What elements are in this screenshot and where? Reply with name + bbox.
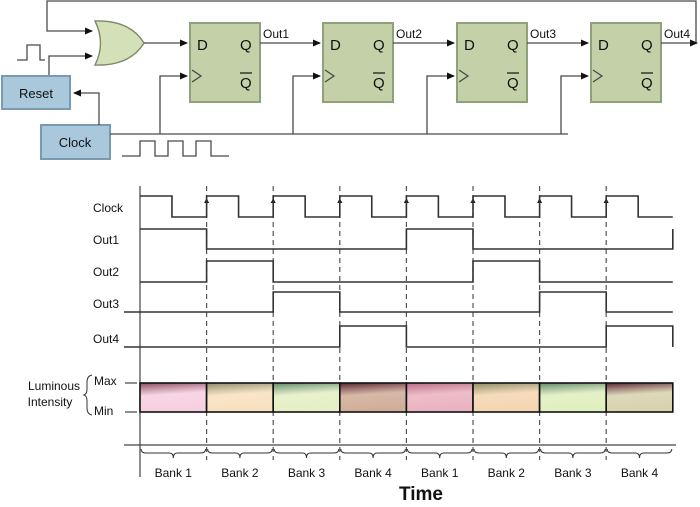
ff-d-label: D xyxy=(197,37,208,54)
bank-brace-icon xyxy=(340,448,406,459)
bank-label: Bank 1 xyxy=(421,466,459,480)
flipflop-3: D Q Q Out3 xyxy=(426,22,589,134)
ff-d-label: D xyxy=(330,37,341,54)
clock-input-icon xyxy=(458,69,470,83)
waveform-out1 xyxy=(140,228,674,250)
reset-wire xyxy=(48,52,93,76)
bank-label: Bank 3 xyxy=(554,466,592,480)
out-label-2: Out2 xyxy=(396,27,422,41)
luminous-label-line1: Luminous xyxy=(28,379,80,393)
bank-label: Bank 2 xyxy=(488,466,526,480)
ff-qbar-label: Q xyxy=(373,75,385,92)
clock-input-icon xyxy=(191,69,203,83)
flipflop-4: D Q Q Out4 xyxy=(560,22,698,134)
ff-q-label: Q xyxy=(240,37,252,54)
bank-label: Bank 3 xyxy=(288,466,326,480)
clock-wire-4 xyxy=(560,72,589,134)
reset-label: Reset xyxy=(19,86,53,101)
reset-pulse-icon xyxy=(17,44,45,61)
flipflop-2: D Q Q Out2 xyxy=(292,22,455,134)
bank-label: Bank 2 xyxy=(221,466,259,480)
luminous-label-line2: Intensity xyxy=(28,395,73,409)
luminous-intensity-legend: Luminous Intensity Max Min xyxy=(28,374,137,418)
ff-qbar-label: Q xyxy=(641,75,653,92)
row-label-clock: Clock xyxy=(93,201,124,215)
ff-q-label: Q xyxy=(373,37,385,54)
clock-wire-3 xyxy=(426,72,455,134)
clock-wire-1 xyxy=(159,72,188,134)
flipflop-1: D Q Q Out1 xyxy=(159,22,321,134)
max-label: Max xyxy=(94,374,117,388)
reset-block: Reset xyxy=(1,75,71,110)
luminous-segment xyxy=(338,382,408,413)
clock-to-reset-wire xyxy=(73,89,100,125)
bank-brace-icon xyxy=(207,448,273,459)
ff-q-label: Q xyxy=(641,37,653,54)
ff-qbar-label: Q xyxy=(240,75,252,92)
out-label-4: Out4 xyxy=(664,27,690,41)
clock-input-icon xyxy=(324,69,336,83)
or-gate xyxy=(93,20,145,66)
row-label-out1: Out1 xyxy=(93,233,119,247)
luminous-segment xyxy=(472,382,541,413)
clock-wire-2 xyxy=(292,72,321,134)
row-label-out4: Out4 xyxy=(93,332,119,346)
luminous-segment xyxy=(272,382,341,413)
row-label-out2: Out2 xyxy=(93,265,119,279)
luminous-segment xyxy=(205,382,275,413)
time-axis-label: Time xyxy=(399,484,443,505)
out-label-3: Out3 xyxy=(530,27,556,41)
clock-pulse-icon xyxy=(122,140,229,157)
luminous-segment xyxy=(605,382,674,413)
luminous-brace-icon xyxy=(82,374,93,416)
luminous-segment xyxy=(538,382,607,413)
bank-label: Bank 1 xyxy=(155,466,193,480)
bank-label: Bank 4 xyxy=(354,466,392,480)
bank-brace-icon xyxy=(273,448,340,459)
bank-brace-icon xyxy=(473,448,540,459)
waveform-clock xyxy=(140,195,673,218)
bank-brace-icon xyxy=(540,448,606,459)
bank-brace-icon xyxy=(140,448,207,459)
ff-d-label: D xyxy=(464,37,475,54)
min-label: Min xyxy=(94,404,113,418)
clock-input-icon xyxy=(592,69,604,83)
waveform-out2 xyxy=(140,260,673,283)
row-label-out3: Out3 xyxy=(93,297,119,311)
waveform-out4 xyxy=(124,325,674,348)
clock-label: Clock xyxy=(59,135,92,150)
out-label-1: Out1 xyxy=(263,27,289,41)
ff-q-label: Q xyxy=(507,37,519,54)
feedback-wire xyxy=(46,0,697,43)
clock-block: Clock xyxy=(40,124,111,160)
luminous-segment xyxy=(139,382,208,413)
luminous-segment xyxy=(405,382,474,413)
ff-d-label: D xyxy=(598,37,609,54)
ff-qbar-label: Q xyxy=(507,75,519,92)
bank-label: Bank 4 xyxy=(621,466,659,480)
bank-brace-icon xyxy=(406,448,473,459)
bank-brace-icon xyxy=(606,448,673,459)
waveform-out3 xyxy=(124,291,673,313)
